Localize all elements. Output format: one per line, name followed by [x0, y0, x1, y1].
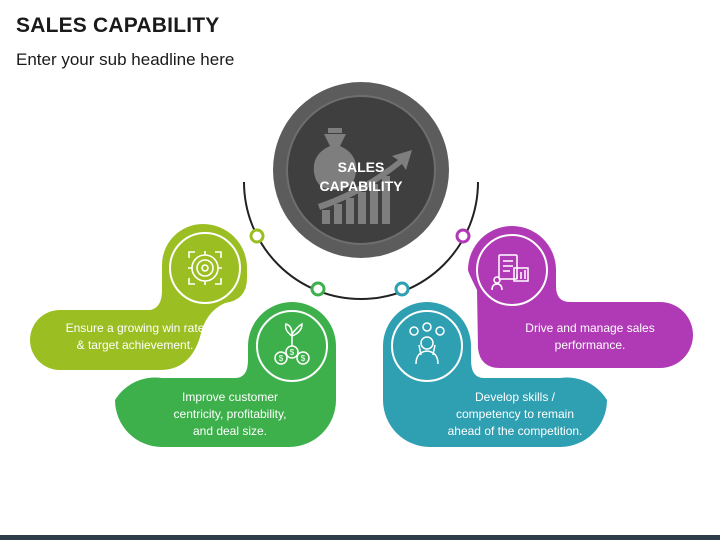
page-subtitle: Enter your sub headline here — [16, 50, 235, 69]
card-text-line: Develop skills / — [474, 390, 556, 404]
card-text-line: & target achievement. — [76, 338, 194, 352]
skills-person-icon — [409, 322, 445, 365]
connector-dot-skills — [394, 281, 410, 297]
page-title: SALES CAPABILITY — [16, 14, 220, 37]
performance-report-icon — [491, 254, 529, 291]
icon-circle-win-rate — [169, 232, 241, 304]
icon-circle-skills — [391, 310, 463, 382]
card-text-customer: Improve customer centricity, profitabili… — [130, 389, 330, 440]
money-bag-growth-chart-icon — [313, 128, 412, 224]
connector-dot-customer — [310, 281, 326, 297]
card-text-line: centricity, profitability, — [173, 407, 287, 421]
card-text-line: competency to remain — [455, 407, 575, 421]
card-text-line: Improve customer — [181, 390, 279, 404]
connector-dot-win-rate — [249, 228, 265, 244]
center-label: SALES CAPABILITY — [301, 158, 421, 196]
card-text-line: Ensure a growing win rate — [65, 321, 205, 335]
card-text-line: Drive and manage sales — [525, 321, 655, 335]
center-label-line2: CAPABILITY — [319, 178, 403, 194]
money-plant-icon: $ $ $ — [274, 322, 310, 365]
icon-circle-performance — [476, 234, 548, 306]
svg-text:$: $ — [290, 348, 295, 357]
target-icon — [188, 251, 222, 285]
card-text-performance: Drive and manage sales performance. — [495, 320, 685, 354]
card-text-win-rate: Ensure a growing win rate & target achie… — [40, 320, 230, 354]
connector-dot-performance — [455, 228, 471, 244]
card-text-line: and deal size. — [192, 424, 268, 438]
card-text-line: performance. — [554, 338, 626, 352]
card-text-line: ahead of the competition. — [447, 424, 583, 438]
bottom-bar — [0, 535, 720, 540]
center-label-line1: SALES — [337, 159, 385, 175]
svg-text:$: $ — [301, 354, 306, 363]
svg-text:$: $ — [279, 354, 284, 363]
card-text-skills: Develop skills / competency to remain ah… — [420, 389, 610, 440]
